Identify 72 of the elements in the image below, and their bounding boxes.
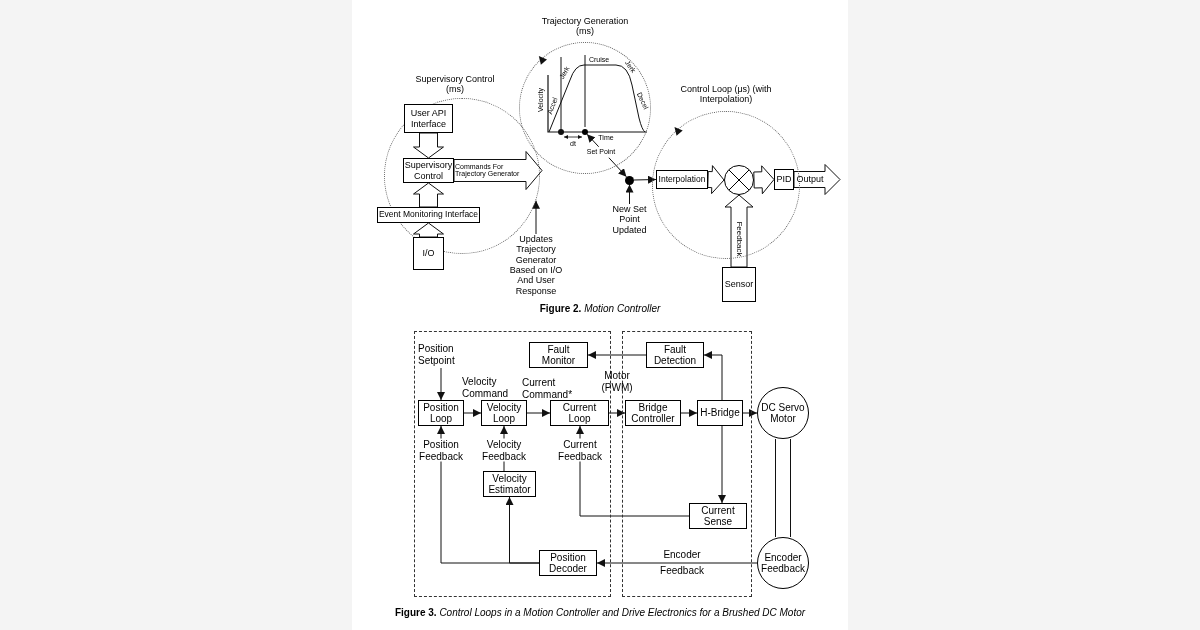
block-box	[550, 400, 609, 426]
node-label: Supervisory Control	[404, 160, 453, 181]
arrow	[596, 559, 758, 567]
block-box	[413, 237, 444, 270]
block-box	[774, 169, 794, 190]
edge-label: Feedback	[734, 221, 745, 257]
block-arrow	[753, 165, 775, 195]
block-arrow	[793, 164, 841, 195]
block-box	[697, 400, 743, 426]
node-label: DC Servo Motor	[760, 401, 806, 425]
node-label: Fault Detection	[652, 343, 698, 367]
arrow	[625, 184, 634, 205]
block-arrow	[413, 132, 444, 159]
node-label: I/O	[422, 248, 435, 259]
arrow	[742, 409, 758, 417]
block-box	[656, 170, 708, 189]
node-label: User API Interface	[409, 108, 448, 129]
arrow	[576, 425, 690, 517]
node-label: Current Sense	[700, 504, 736, 528]
block-box	[689, 503, 747, 529]
arrow	[587, 351, 647, 359]
node-label: Velocity Estimator	[487, 472, 532, 496]
edge-label: Position Setpoint	[418, 343, 456, 366]
node-label: Position Loop	[422, 401, 460, 425]
figure-caption: Figure 3. Control Loops in a Motion Controller and Drive Electronics for a Brushed DC Motor	[394, 605, 806, 620]
annotation-text: Updates Trajectory Generator Based on I/O And User Response	[508, 234, 564, 297]
arrow	[680, 409, 698, 417]
arrow	[703, 351, 723, 401]
figure-caption: Figure 2. Motion Controller	[539, 301, 661, 316]
edge-label: Encoder Feedback	[659, 548, 705, 578]
node-label: Velocity Loop	[485, 401, 523, 425]
node-label: Position Decoder	[548, 551, 588, 575]
arrow	[463, 409, 482, 417]
node-label: Trajectory Generation (ms)	[540, 16, 630, 37]
block-arrow	[724, 194, 754, 268]
arrow	[633, 175, 657, 184]
arrow	[608, 409, 626, 417]
node-label: PID	[776, 174, 792, 185]
node-label: Bridge Controller	[630, 401, 676, 425]
node-label: Interpolation	[658, 174, 706, 185]
block-box	[625, 400, 681, 426]
node-label: H-Bridge	[700, 407, 740, 419]
block-box	[539, 550, 597, 576]
arrow	[505, 496, 540, 564]
edge-label: Current Feedback	[555, 438, 605, 462]
node-label: Control Loop (μs) (with Interpolation)	[680, 84, 772, 105]
block-arrow	[413, 222, 444, 238]
node-label: Event Monitoring Interface	[378, 210, 479, 220]
node-label: Supervisory Control (ms)	[414, 74, 496, 95]
edge-label: Output	[796, 172, 824, 186]
shaft-line	[775, 438, 791, 538]
block-box	[529, 342, 588, 368]
arrow	[718, 425, 726, 504]
node-label: Sensor	[724, 279, 754, 290]
arrow	[437, 367, 445, 401]
annotation-text: New Set Point Updated	[611, 204, 648, 236]
arrow	[526, 409, 551, 417]
edge-label: Motor (PWM)	[600, 369, 634, 393]
node-label: Fault Monitor	[540, 343, 577, 367]
edge-label: Velocity Command	[462, 376, 510, 399]
block-arrow	[453, 151, 543, 190]
block-arrow	[413, 182, 444, 208]
block-box	[722, 267, 756, 302]
block-box	[646, 342, 704, 368]
edge-label: Position Feedback	[416, 438, 466, 462]
edge-label: Current Command*	[522, 377, 574, 400]
edge-label: Velocity Feedback	[479, 438, 529, 462]
block-arrow	[707, 165, 725, 195]
node-label: Current Loop	[561, 401, 598, 425]
arrow	[532, 200, 540, 235]
node-label: Encoder Feedback	[760, 551, 806, 575]
block-box	[404, 104, 453, 133]
